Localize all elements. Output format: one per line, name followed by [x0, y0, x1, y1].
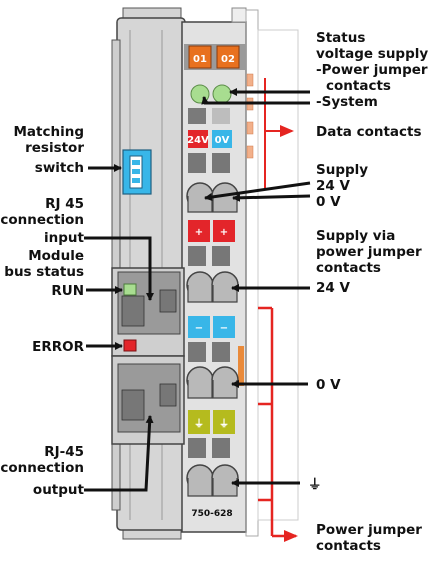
- svg-text:contacts: contacts: [316, 538, 381, 554]
- left-callout-arrows: [84, 164, 154, 492]
- ground-tags: ⏚ ⏚: [188, 410, 235, 458]
- power-jumper-indicator: [258, 306, 298, 542]
- svg-text:connection: connection: [0, 212, 84, 228]
- led-02-label: 02: [221, 54, 235, 65]
- label-matching-resistor: Matching resistor switch: [13, 124, 84, 176]
- tag-24v: 24V: [187, 135, 209, 146]
- label-data-contacts: Data contacts: [316, 124, 422, 140]
- svg-text:Module: Module: [28, 248, 84, 264]
- svg-text:connection: connection: [0, 460, 84, 476]
- tag-minus-1: −: [195, 323, 203, 334]
- label-supply: Supply 24 V 0 V: [316, 162, 368, 210]
- svg-text:RJ 45: RJ 45: [45, 196, 84, 212]
- label-ground: ⏚: [308, 477, 322, 493]
- svg-text:contacts: contacts: [326, 78, 391, 94]
- svg-text:Status: Status: [316, 30, 365, 46]
- svg-text:Supply: Supply: [316, 162, 368, 178]
- tag-ground-1: ⏚: [194, 418, 204, 430]
- label-status: Status voltage supply -Power jumper cont…: [316, 30, 428, 110]
- label-supply-via-jumper: Supply via power jumper contacts 24 V: [316, 228, 422, 296]
- plus-tags: + +: [188, 220, 235, 266]
- svg-text:switch: switch: [35, 160, 84, 176]
- model-label: 750-628: [191, 509, 232, 519]
- terminal-group-ground: [186, 464, 239, 497]
- minus-tags: − −: [188, 316, 235, 362]
- tag-plus-1: +: [195, 227, 203, 238]
- svg-text:voltage supply: voltage supply: [316, 46, 428, 62]
- rj45-input-port: [111, 267, 185, 357]
- svg-text:RJ-45: RJ-45: [44, 444, 84, 460]
- svg-text:-Power jumper: -Power jumper: [316, 62, 428, 78]
- status-led-jumper: [190, 84, 210, 104]
- label-rj45-input: RJ 45 connection input: [0, 196, 84, 246]
- resistor-switch: [122, 149, 152, 195]
- svg-text:contacts: contacts: [316, 260, 381, 276]
- svg-text:24 V: 24 V: [316, 280, 350, 296]
- run-led: [123, 283, 137, 296]
- led-01-label: 01: [193, 54, 207, 65]
- tag-plus-2: +: [220, 227, 228, 238]
- svg-text:0 V: 0 V: [316, 194, 341, 210]
- svg-text:bus status: bus status: [4, 264, 84, 280]
- svg-text:Matching: Matching: [13, 124, 84, 140]
- label-power-jumper: Power jumper contacts: [316, 522, 422, 554]
- label-error: ERROR: [32, 339, 84, 355]
- svg-text:RUN: RUN: [51, 283, 84, 299]
- label-module-bus-status: Module bus status RUN: [4, 248, 84, 299]
- error-led: [123, 339, 137, 352]
- svg-text:input: input: [44, 230, 85, 246]
- svg-text:24 V: 24 V: [316, 178, 350, 194]
- svg-text:Power jumper: Power jumper: [316, 522, 422, 538]
- status-led-system: [212, 84, 232, 104]
- svg-text:resistor: resistor: [25, 140, 84, 156]
- label-0v: 0 V: [316, 377, 341, 393]
- supply-tags: 24V 0V: [187, 130, 232, 173]
- label-rj45-output: RJ-45 connection output: [0, 444, 84, 498]
- svg-text:-System: -System: [316, 94, 378, 110]
- right-callout-arrows: [201, 88, 311, 487]
- tag-ground-2: ⏚: [219, 418, 229, 430]
- data-contacts-indicator: [264, 78, 294, 188]
- tag-0v: 0V: [215, 135, 230, 146]
- svg-text:power jumper: power jumper: [316, 244, 422, 260]
- tag-minus-2: −: [220, 323, 228, 334]
- svg-text:output: output: [33, 482, 85, 498]
- svg-text:Supply via: Supply via: [316, 228, 395, 244]
